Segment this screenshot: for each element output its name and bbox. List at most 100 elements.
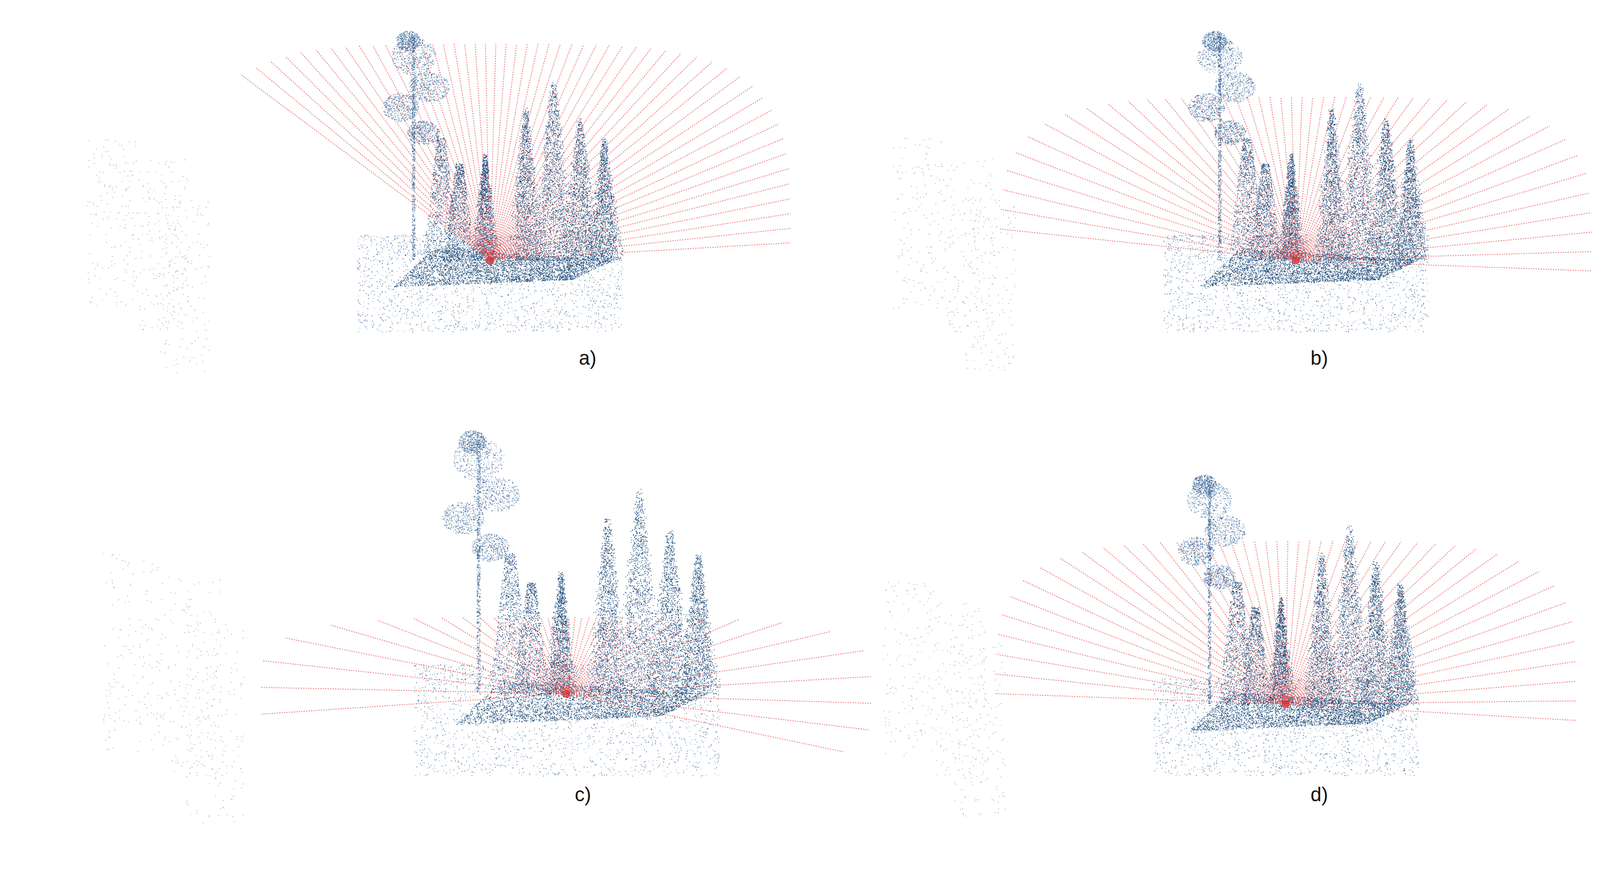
laser-ray [566, 617, 583, 694]
lidar-points [1163, 30, 1430, 333]
laser-ray [1296, 173, 1587, 261]
laser-ray [1285, 704, 1577, 721]
laser-ray [1285, 681, 1577, 705]
laser-ray [1296, 98, 1414, 261]
laser-ray [561, 617, 567, 694]
laser-ray [1296, 251, 1593, 261]
laser-ray [1277, 540, 1286, 704]
laser-ray [489, 45, 623, 261]
laser-ray [1123, 544, 1286, 704]
laser-ray [359, 45, 490, 261]
laser-ray [1296, 97, 1359, 261]
panel-label: c) [572, 783, 594, 807]
laser-ray [345, 46, 490, 261]
laser-ray [489, 61, 712, 261]
laser-ray [432, 43, 490, 261]
laser-ray [1285, 542, 1418, 705]
laser-ray [1086, 108, 1297, 261]
point-cloud [893, 30, 1429, 371]
laser-ray [1196, 97, 1297, 261]
laser-ray [1296, 97, 1324, 261]
laser-ray [1296, 192, 1590, 261]
laser-ray [1147, 99, 1297, 261]
laser-ray [285, 56, 490, 261]
laser-ray [1285, 571, 1539, 704]
laser-ray [441, 618, 567, 694]
laser-ray [566, 631, 832, 694]
laser-ray [1285, 701, 1577, 705]
scanner-position [562, 689, 571, 699]
laser-ray [1165, 98, 1297, 261]
laser-ray [1296, 232, 1592, 261]
laser-ray [409, 44, 490, 261]
laser-ray [1285, 540, 1299, 704]
laser-ray [454, 43, 490, 261]
laser-ray [1296, 116, 1531, 261]
laser-ray [1296, 138, 1567, 261]
laser-ray [1296, 212, 1592, 261]
laser-ray [1296, 97, 1314, 261]
scanner-position [485, 255, 494, 265]
laser-ray [1081, 551, 1286, 704]
laser-ray [1176, 541, 1286, 705]
laser-ray [1285, 541, 1402, 704]
laser-ray [1235, 97, 1297, 261]
laser-ray [1044, 123, 1296, 261]
laser-ray [1285, 540, 1359, 704]
laser-rays [994, 540, 1577, 721]
laser-ray [331, 47, 491, 261]
laser-ray [489, 86, 753, 261]
laser-ray [540, 617, 567, 694]
lidar-points [87, 30, 624, 374]
laser-ray [1280, 97, 1296, 261]
laser-ray [397, 44, 490, 261]
laser-ray [489, 45, 609, 261]
lidar-points [102, 430, 720, 824]
laser-ray [566, 693, 869, 731]
laser-ray [997, 634, 1286, 704]
laser-ray [1285, 541, 1372, 705]
laser-rays [999, 97, 1592, 271]
laser-ray [489, 168, 789, 261]
laser-ray [1247, 97, 1297, 261]
laser-ray [489, 153, 787, 261]
laser-ray [1142, 543, 1286, 705]
laser-ray [1022, 580, 1286, 705]
laser-ray [489, 57, 697, 261]
laser-ray [1296, 97, 1347, 261]
laser-ray [1296, 97, 1385, 261]
scanner-position [1291, 255, 1301, 265]
laser-ray [1009, 596, 1286, 705]
laser-ray [1205, 541, 1286, 705]
point-cloud [882, 474, 1420, 817]
laser-ray [1285, 545, 1456, 705]
lidar-points [893, 30, 1429, 371]
laser-ray [1285, 603, 1566, 705]
laser-ray [489, 228, 791, 261]
panel-label: b) [1308, 346, 1331, 371]
laser-ray [260, 693, 567, 715]
laser-ray [566, 617, 648, 694]
laser-ray [566, 617, 614, 694]
laser-ray [1296, 97, 1399, 261]
laser-ray [489, 138, 783, 261]
laser-ray [1296, 97, 1371, 261]
laser-ray [489, 198, 790, 261]
laser-ray [464, 43, 491, 261]
laser-ray [995, 654, 1286, 705]
laser-ray [489, 123, 779, 261]
laser-ray [493, 617, 567, 694]
laser-rays [241, 43, 791, 265]
laser-ray [566, 650, 865, 694]
laser-ray [385, 44, 490, 261]
laser-ray [566, 676, 873, 694]
panel-label: a) [576, 346, 599, 371]
laser-ray [421, 43, 490, 261]
laser-ray [1296, 97, 1303, 261]
laser-ray [566, 617, 590, 694]
laser-ray [489, 43, 528, 261]
laser-ray [505, 617, 567, 694]
laser-ray [1209, 97, 1297, 261]
laser-ray [479, 617, 567, 694]
